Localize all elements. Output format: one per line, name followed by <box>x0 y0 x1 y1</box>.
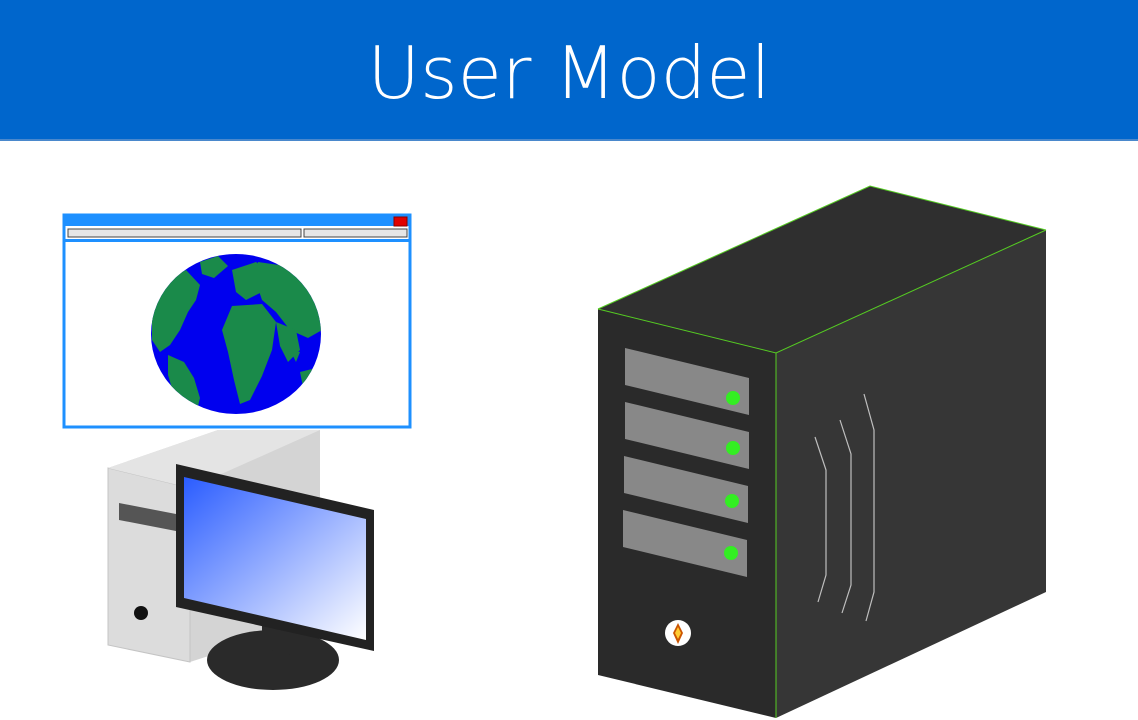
monitor-screen <box>184 477 366 640</box>
status-led-icon <box>725 494 739 508</box>
drive-bay <box>623 510 747 577</box>
globe-icon <box>151 254 321 414</box>
client-computer-illustration <box>62 213 412 690</box>
page-title: User Model <box>367 31 770 115</box>
drive-slot <box>119 503 176 531</box>
drive-bay <box>624 456 748 523</box>
server-side-face <box>776 230 1046 718</box>
browser-titlebar <box>64 215 410 226</box>
browser-window-icon <box>62 213 412 429</box>
vent-grooves <box>814 393 875 622</box>
drive-bay <box>625 402 749 469</box>
status-led-icon <box>726 391 740 405</box>
close-icon <box>393 216 408 227</box>
status-led-icon <box>724 546 738 560</box>
header-background <box>0 0 1138 140</box>
monitor-stand-base <box>207 630 339 690</box>
power-button-icon <box>134 606 148 620</box>
header-banner: User Model <box>0 0 1138 141</box>
monitor-icon <box>176 464 374 690</box>
search-bar <box>303 228 408 238</box>
server-edge-top <box>597 185 1047 310</box>
address-bar <box>67 228 302 238</box>
status-led-icon <box>726 441 740 455</box>
server-tower-illustration <box>597 185 1047 718</box>
drive-bay <box>625 348 749 415</box>
power-button-icon <box>665 620 691 646</box>
server-top-face <box>598 186 1046 353</box>
